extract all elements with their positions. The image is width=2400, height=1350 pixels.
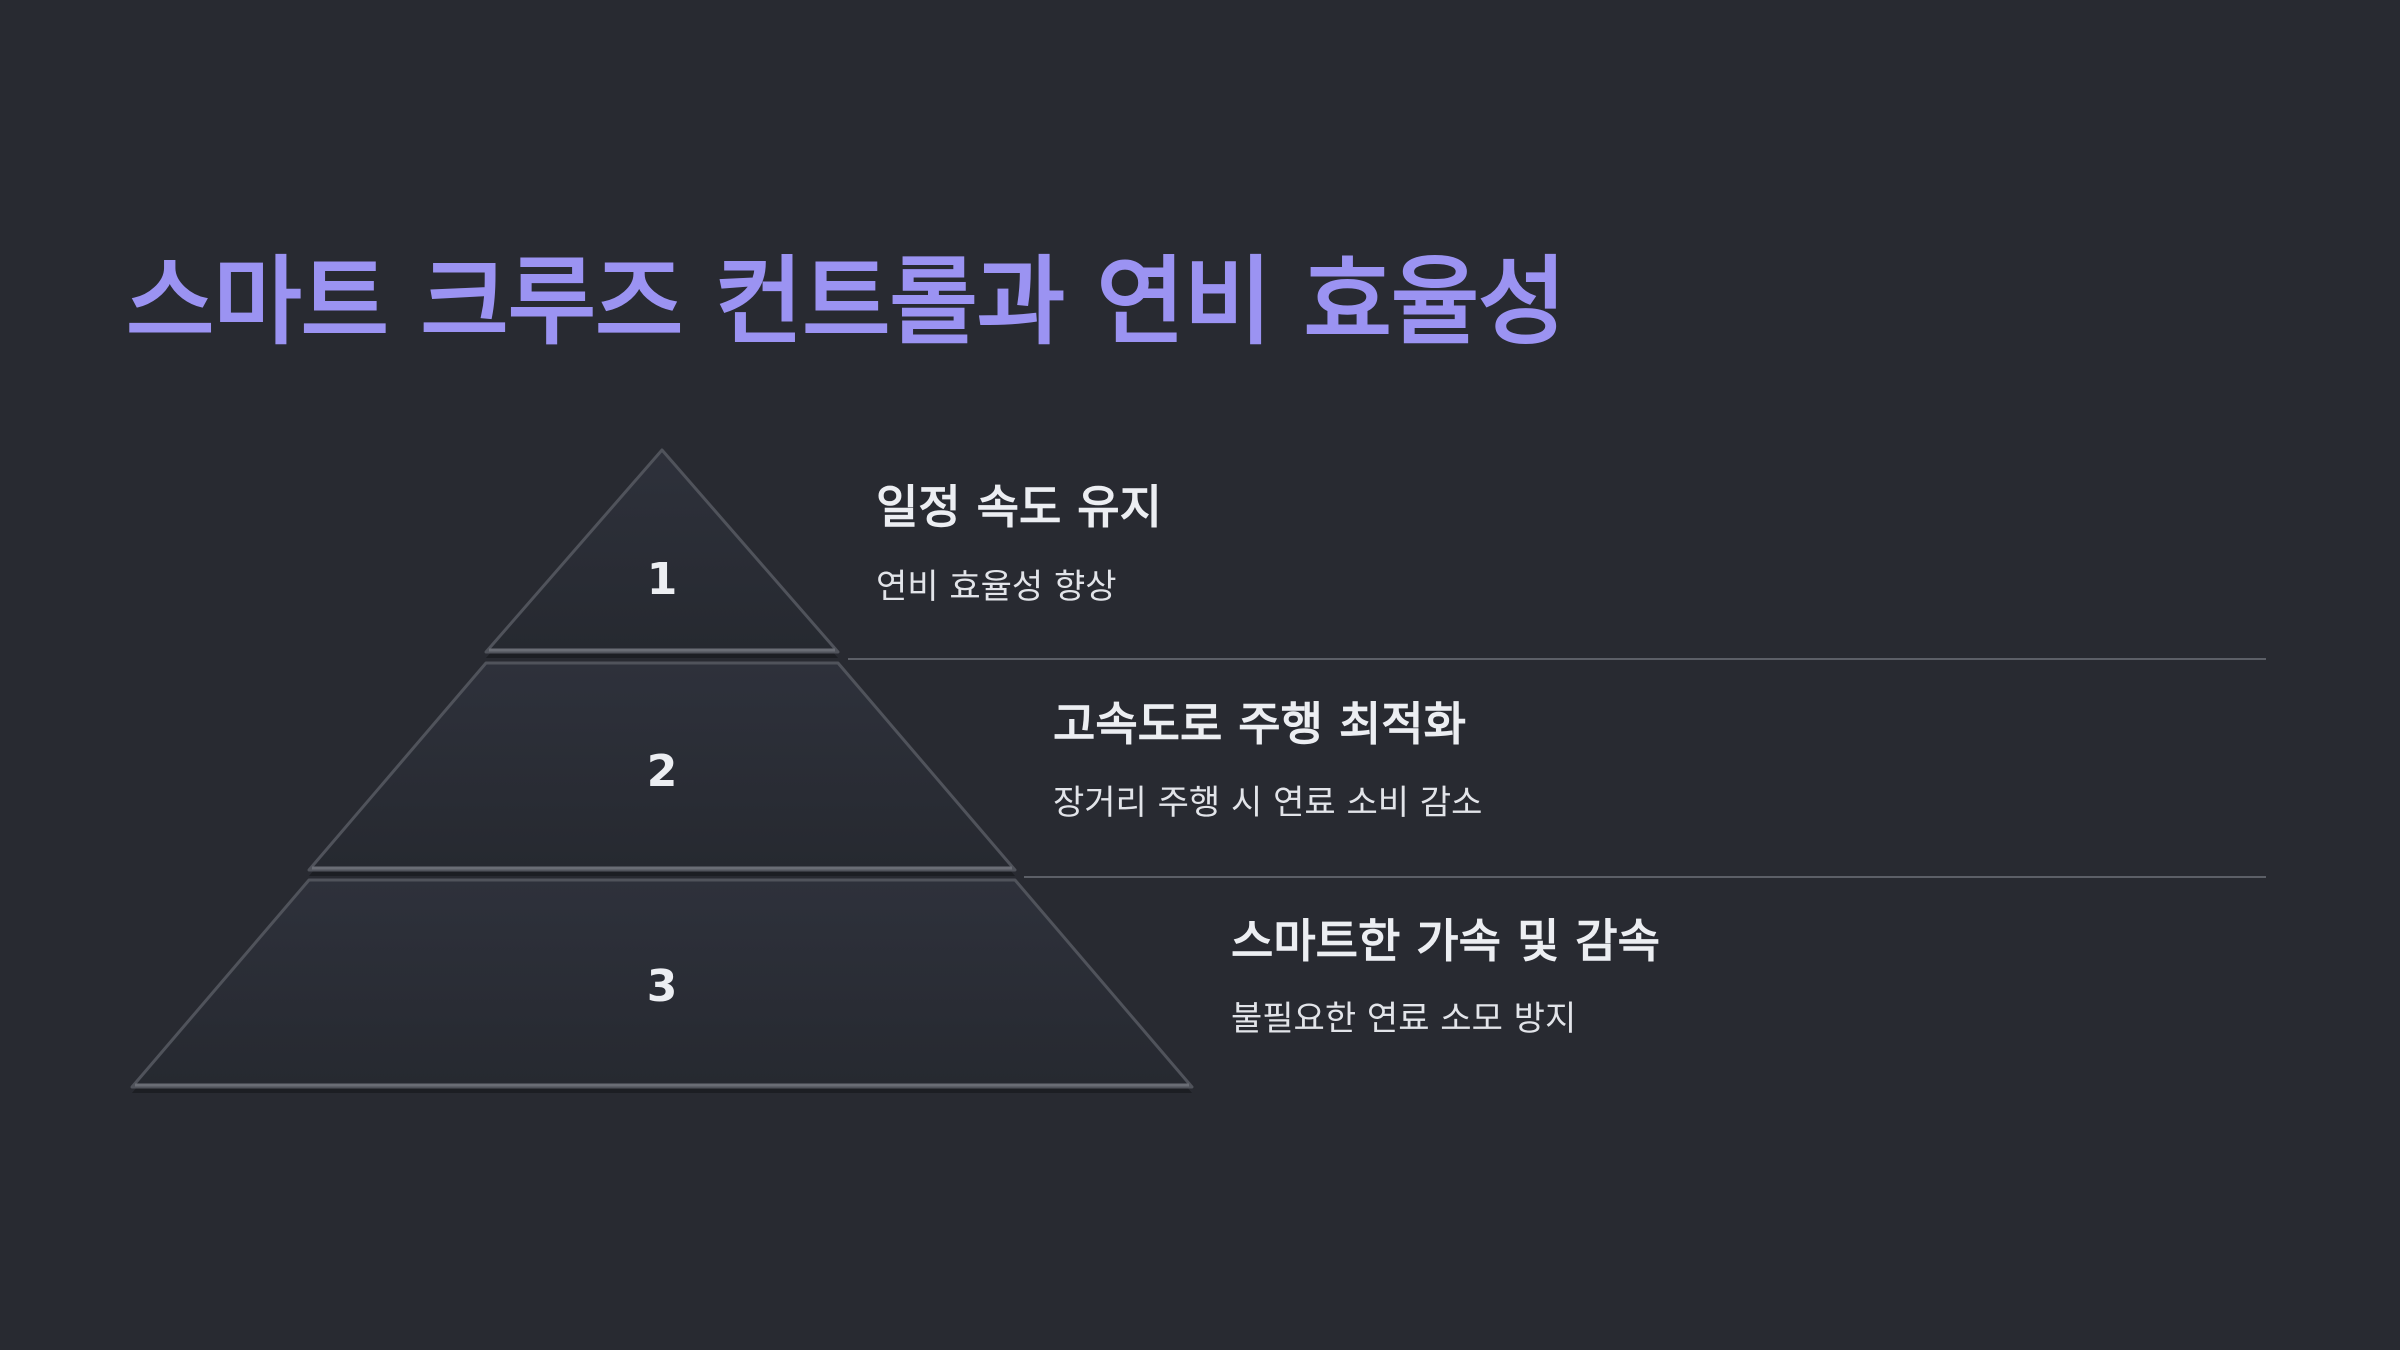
divider-1 — [848, 658, 2266, 660]
tier-number-2: 2 — [647, 746, 678, 797]
divider-2 — [1024, 876, 2266, 878]
tier-number-3: 3 — [647, 961, 678, 1012]
level-2-heading: 고속도로 주행 최적화 — [1053, 697, 1466, 751]
level-3-description: 불필요한 연료 소모 방지 — [1231, 999, 1577, 1039]
level-3-heading: 스마트한 가속 및 감속 — [1231, 914, 1660, 968]
page-title: 스마트 크루즈 컨트롤과 연비 효율성 — [126, 246, 1566, 358]
pyramid-tier-2 — [307, 661, 1017, 876]
pyramid-tier-3 — [130, 878, 1194, 1093]
tier-number-1: 1 — [647, 554, 678, 605]
level-1-heading: 일정 속도 유지 — [876, 480, 1162, 534]
pyramid-tier-1 — [484, 448, 840, 658]
level-1-description: 연비 효율성 향상 — [876, 567, 1117, 607]
level-2-description: 장거리 주행 시 연료 소비 감소 — [1053, 783, 1483, 823]
